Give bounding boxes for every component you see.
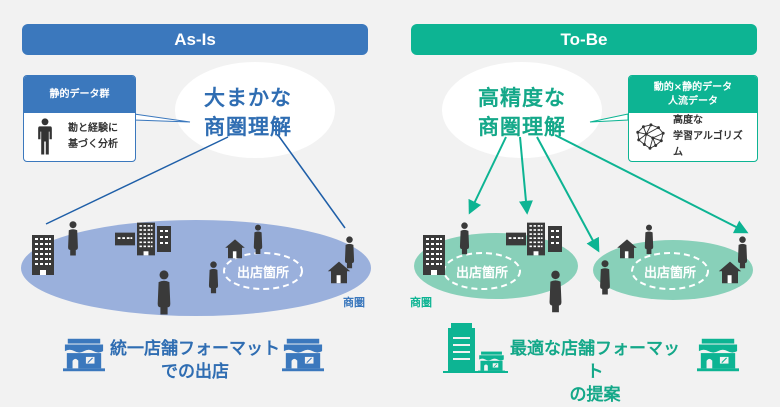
tobe-shop-location-ring-2	[631, 252, 709, 290]
tobe-zone-label: 商圏	[410, 296, 432, 309]
tobe-bubble-text: 高精度な 商圏理解	[452, 84, 592, 142]
asis-bubble-line2: 商圏理解	[204, 115, 292, 139]
asis-trade-area	[21, 220, 371, 316]
office-building-icon	[32, 235, 54, 275]
office-building-icon	[157, 226, 171, 252]
tobe-card-body: 高度な 学習アルゴリズム	[629, 113, 757, 161]
tobe-card-title-line1: 動的×静的データ	[653, 81, 733, 93]
asis-link-line	[45, 136, 229, 225]
tobe-card-line2: 学習アルゴリズム	[673, 131, 743, 158]
office-building-icon	[506, 232, 526, 246]
tobe-card-text: 高度な 学習アルゴリズム	[673, 113, 751, 161]
tobe-arrows	[468, 134, 749, 253]
asis-card-line2: 基づく分析	[68, 139, 118, 150]
asis-card-line1: 勘と経験に	[68, 123, 118, 134]
asis-card-body: 勘と経験に 基づく分析	[24, 113, 135, 161]
tobe-shop-label-2: 出店箇所	[643, 266, 696, 281]
tobe-data-card: 動的×静的データ 人流データ 高度な 学習アルゴリズム	[628, 75, 758, 162]
asis-header: As-Is	[22, 24, 368, 55]
tobe-bubble-line1: 高精度な	[478, 86, 566, 110]
asis-card-text: 勘と経験に 基づく分析	[68, 121, 118, 153]
asis-zone-label: 商圏	[343, 296, 365, 309]
tobe-bubble-line2: 商圏理解	[478, 115, 566, 139]
asis-data-card: 静的データ群 勘と経験に 基づく分析	[23, 75, 136, 162]
building-with-shop-icon	[443, 323, 508, 373]
tobe-bubble	[442, 62, 602, 158]
office-building-icon	[137, 222, 155, 256]
asis-shop-location-ring	[223, 252, 303, 290]
asis-shop-label: 出店箇所	[236, 266, 289, 281]
asis-footer-line2: での出店	[161, 362, 229, 382]
office-building-icon	[423, 235, 445, 275]
tobe-footer-text: 最適な店舗フォーマット の提案	[505, 338, 685, 407]
asis-bubble	[175, 62, 335, 158]
tobe-footer-line2: の提案	[569, 385, 621, 405]
storefront-icon	[697, 338, 739, 372]
tobe-shop-label-1: 出店箇所	[455, 266, 508, 281]
neural-brain-icon	[636, 123, 665, 150]
office-building-icon	[527, 222, 545, 256]
storefront-icon	[63, 338, 105, 372]
asis-bubble-text: 大まかな 商圏理解	[178, 84, 318, 142]
tobe-card-title: 動的×静的データ 人流データ	[629, 76, 757, 113]
office-building-icon	[115, 232, 135, 246]
office-building-icon	[548, 226, 562, 252]
asis-footer-text: 統一店舗フォーマット での出店	[105, 338, 285, 384]
asis-link-line	[277, 134, 346, 229]
tobe-card-title-line2: 人流データ	[668, 95, 718, 107]
tobe-header: To-Be	[411, 24, 757, 55]
storefront-icon	[282, 338, 324, 372]
person-icon	[38, 118, 52, 155]
asis-footer-line1: 統一店舗フォーマット	[110, 339, 280, 359]
tobe-footer-line1: 最適な店舗フォーマット	[510, 339, 680, 382]
tobe-card-line1: 高度な	[673, 115, 703, 126]
asis-bubble-line1: 大まかな	[204, 86, 292, 110]
house-icon	[617, 239, 637, 259]
asis-card-title: 静的データ群	[24, 76, 135, 113]
